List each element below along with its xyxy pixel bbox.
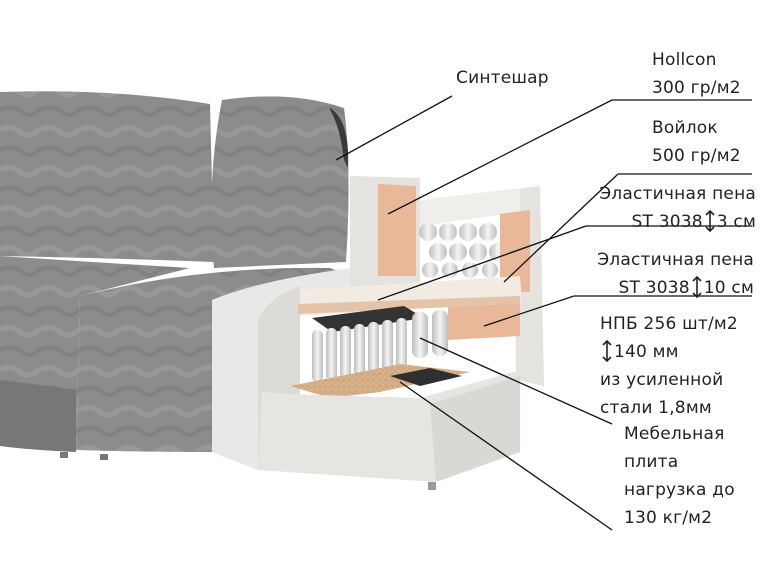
label-hollcon: Hollcon 300 гр/м2 <box>652 46 741 102</box>
armrest-springs <box>419 223 507 278</box>
label-hollcon-line1: Hollcon <box>652 50 717 70</box>
label-voilok-line2: 500 гр/м2 <box>652 146 741 166</box>
arm-leather-front <box>212 268 354 470</box>
label-hollcon-line2: 300 гр/м2 <box>652 78 741 98</box>
label-foam-10cm: Эластичная пена ST 3038 10 см <box>578 246 754 302</box>
label-npb-line4: стали 1,8мм <box>600 398 712 418</box>
label-plita-line1: Мебельная <box>624 424 725 444</box>
label-npb: НПБ 256 шт/м2 140 мм из усиленной стали … <box>600 310 738 422</box>
label-plita-line4: 130 кг/м2 <box>624 508 713 528</box>
thickness-arrow-icon <box>692 276 702 298</box>
label-sinteshar: Синтешар <box>456 68 549 88</box>
thickness-arrow-icon <box>602 340 612 362</box>
label-plita-line2: плита <box>624 452 679 472</box>
leader-sinteshar <box>335 95 453 161</box>
label-foam-10cm-grade: ST 3038 <box>618 278 690 298</box>
label-voilok: Войлок 500 гр/м2 <box>652 114 741 170</box>
back-cushion-left <box>0 91 214 262</box>
label-foam-10cm-thickness: 10 см <box>703 278 754 298</box>
label-plita-line3: нагрузка до <box>624 480 735 500</box>
label-foam-3cm-line1: Эластичная пена <box>599 184 756 204</box>
leader-npb <box>419 337 613 425</box>
label-voilok-line1: Войлок <box>652 118 718 138</box>
thickness-arrow-icon <box>705 210 715 232</box>
label-foam-3cm-grade: ST 3038 <box>631 212 703 232</box>
label-plita: Мебельная плита нагрузка до 130 кг/м2 <box>624 420 735 532</box>
label-foam-3cm-line2: ST 3038 3 см <box>588 208 756 236</box>
label-npb-line2: 140 мм <box>600 338 738 366</box>
label-foam-3cm-thickness: 3 см <box>716 212 756 232</box>
felt-layer <box>312 306 424 332</box>
label-foam-10cm-line1: Эластичная пена <box>597 250 754 270</box>
seat-springs <box>312 310 448 382</box>
leader-plita <box>399 381 613 531</box>
back-cushion-right <box>211 96 349 268</box>
label-foam-10cm-line2: ST 3038 10 см <box>578 274 754 302</box>
label-npb-line1: НПБ 256 шт/м2 <box>600 314 738 334</box>
label-npb-height: 140 мм <box>614 342 679 362</box>
label-foam-3cm: Эластичная пена ST 3038 3 см <box>588 180 756 236</box>
label-npb-line3: из усиленной <box>600 370 724 390</box>
